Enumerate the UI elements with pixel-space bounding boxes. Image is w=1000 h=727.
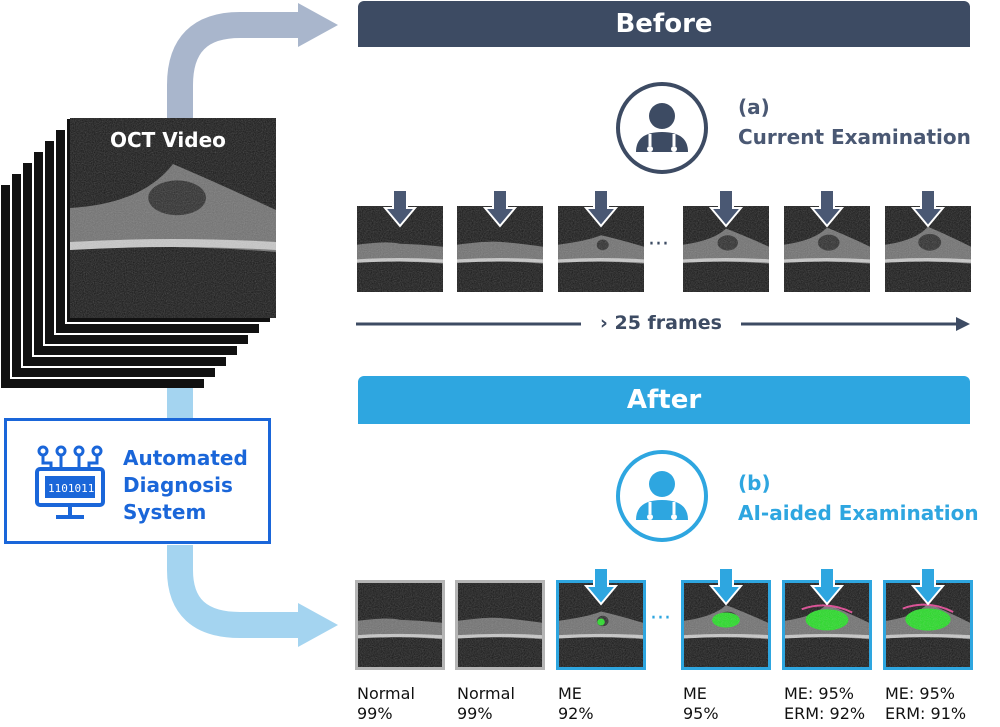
- before-ellipsis: ···: [648, 232, 669, 257]
- after-ellipsis: ···: [650, 606, 671, 631]
- down-arrow-icon: [709, 568, 743, 606]
- down-arrow-icon: [383, 190, 417, 228]
- down-arrow-icon: [483, 190, 517, 228]
- current-exam-label: Current Examination: [738, 125, 971, 149]
- after-banner: After: [358, 376, 970, 424]
- diagnosis-result-line2: 92%: [558, 704, 594, 723]
- down-arrow-icon: [911, 568, 945, 606]
- diagnosis-result-line2: ERM: 91%: [885, 704, 967, 723]
- frames-timeline: [356, 317, 970, 331]
- svg-text:1101011: 1101011: [48, 482, 94, 495]
- upper-flow-arrow: [167, 12, 300, 128]
- diagnosis-result-label: ME: 95%ERM: 91%: [885, 684, 966, 724]
- ai-exam-title: (b) AI-aided Examination: [738, 468, 979, 528]
- system-label-line1: Automated: [123, 446, 248, 470]
- diagnosis-result-line1: ME: [683, 684, 707, 703]
- down-arrow-icon: [709, 190, 743, 228]
- diagnosis-result-line1: Normal: [357, 684, 415, 703]
- oct-video-label: OCT Video: [110, 128, 226, 152]
- diagnosis-result-label: ME: 95%ERM: 92%: [784, 684, 865, 724]
- frames-count-text: 25 frames: [614, 312, 722, 334]
- doctor-icon-ai: [616, 450, 708, 542]
- current-exam-title: (a) Current Examination: [738, 92, 971, 152]
- diagnosis-result-line2: ERM: 92%: [784, 704, 866, 723]
- doctor-icon-current: [616, 82, 708, 174]
- lower-arrow-head: [298, 603, 338, 647]
- before-frame-thumbnail: [457, 206, 543, 292]
- down-arrow-icon: [584, 568, 618, 606]
- after-frame-thumbnail: [455, 580, 545, 670]
- upper-arrow-head: [298, 3, 338, 47]
- diagnosis-result-line1: ME: [558, 684, 582, 703]
- down-arrow-icon: [810, 190, 844, 228]
- down-arrow-icon: [810, 568, 844, 606]
- before-banner: Before: [358, 1, 970, 47]
- ai-computer-icon: 1101011: [35, 445, 105, 519]
- lower-flow-arrow: [167, 545, 300, 638]
- oct-front-frame: [70, 118, 276, 318]
- diagnosis-result-line1: ME: 95%: [784, 684, 854, 703]
- ai-exam-label: AI-aided Examination: [738, 501, 979, 525]
- system-label-line2: Diagnosis: [123, 473, 233, 497]
- oct-video-stack: OCT Video: [0, 117, 280, 390]
- down-arrow-icon: [584, 190, 618, 228]
- oct-stack-graphic: [0, 117, 276, 390]
- down-arrow-icon: [911, 190, 945, 228]
- diagnosis-result-line2: 99%: [457, 704, 493, 723]
- before-frame-thumbnail: [784, 206, 870, 292]
- after-frame-thumbnail: [556, 580, 646, 670]
- diagnosis-result-line2: 99%: [357, 704, 393, 723]
- diagnosis-result-line2: 95%: [683, 704, 719, 723]
- automated-diagnosis-system-box: 1101011 Automated Diagnosis System: [4, 418, 271, 544]
- ai-exam-tag: (b): [738, 471, 771, 495]
- diagnosis-result-line1: Normal: [457, 684, 515, 703]
- after-frame-thumbnail: [355, 580, 445, 670]
- system-label: Automated Diagnosis System: [123, 445, 248, 526]
- frames-count-label: › 25 frames: [600, 312, 722, 334]
- current-exam-tag: (a): [738, 95, 770, 119]
- system-label-line3: System: [123, 500, 207, 524]
- diagnosis-result-line1: ME: 95%: [885, 684, 955, 703]
- chevron-right-icon: ›: [600, 312, 608, 334]
